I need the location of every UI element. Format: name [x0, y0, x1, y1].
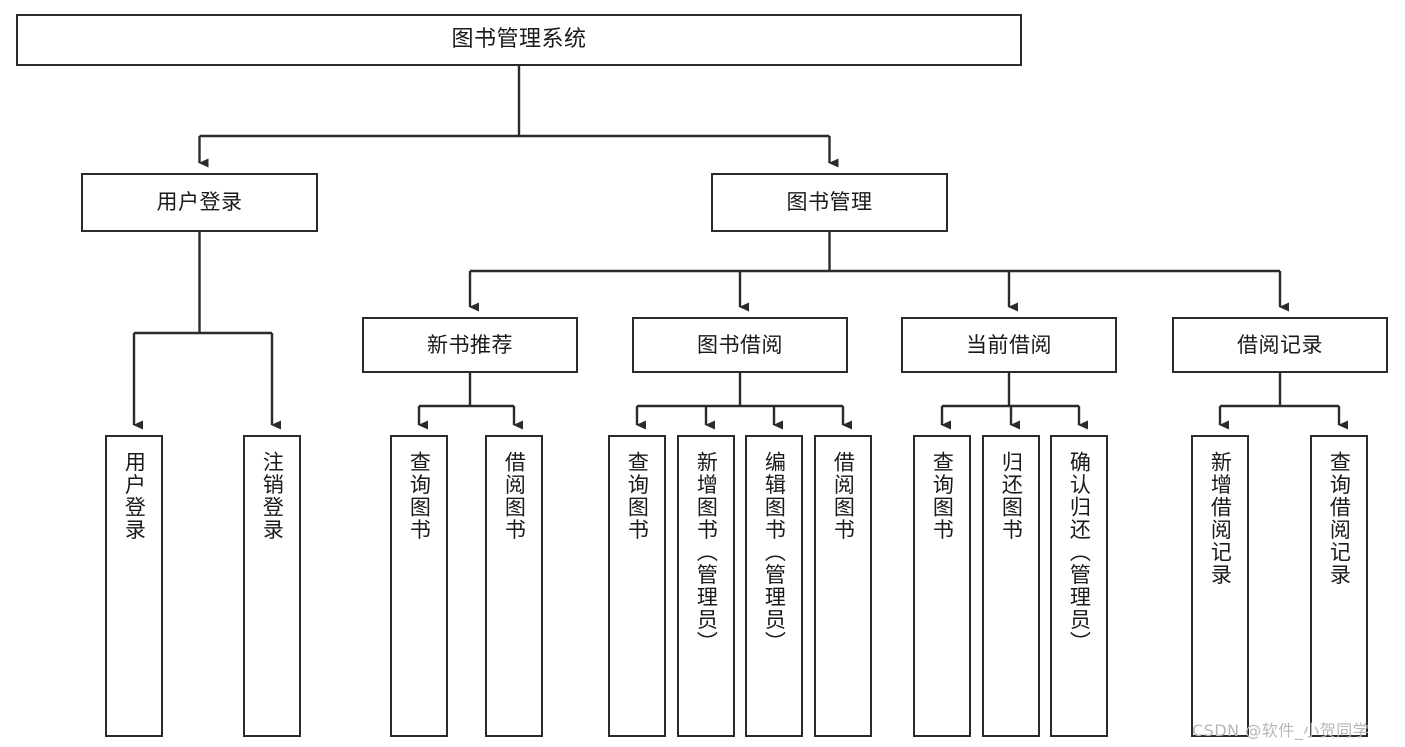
node-label: 查询图书: [407, 451, 432, 541]
node-lf7: 编辑图书（管理员）: [745, 435, 803, 737]
node-label: 查询借阅记录: [1327, 451, 1352, 586]
node-lf8: 借阅图书: [814, 435, 872, 737]
node-lf5: 查询图书: [608, 435, 666, 737]
node-lf12: 新增借阅记录: [1191, 435, 1249, 737]
node-label: 图书管理系统: [451, 27, 587, 53]
node-label: 借阅图书: [831, 451, 856, 541]
node-label: 归还图书: [999, 451, 1024, 541]
node-label: 确认归还（管理员）: [1067, 451, 1092, 654]
node-l1b: 图书管理: [711, 173, 948, 232]
node-l2d: 借阅记录: [1172, 317, 1388, 373]
node-label: 新书推荐: [427, 332, 513, 357]
node-label: 借阅记录: [1237, 332, 1323, 357]
node-lf1: 用户登录: [105, 435, 163, 737]
node-lf6: 新增图书（管理员）: [677, 435, 735, 737]
node-label: 新增图书（管理员）: [694, 451, 719, 654]
node-lf10: 归还图书: [982, 435, 1040, 737]
watermark: CSDN @软件_小贺同学: [1192, 721, 1370, 740]
node-lf11: 确认归还（管理员）: [1050, 435, 1108, 737]
node-lf2: 注销登录: [243, 435, 301, 737]
node-l2a: 新书推荐: [362, 317, 578, 373]
node-label: 新增借阅记录: [1208, 451, 1233, 586]
node-label: 查询图书: [625, 451, 650, 541]
node-label: 注销登录: [260, 451, 285, 541]
node-label: 借阅图书: [502, 451, 527, 541]
node-l2b: 图书借阅: [632, 317, 848, 373]
node-label: 图书管理: [786, 190, 873, 215]
node-label: 用户登录: [156, 190, 243, 215]
node-label: 用户登录: [122, 451, 147, 541]
node-lf13: 查询借阅记录: [1310, 435, 1368, 737]
node-root: 图书管理系统: [16, 14, 1022, 66]
node-label: 查询图书: [930, 451, 955, 541]
node-lf9: 查询图书: [913, 435, 971, 737]
node-lf4: 借阅图书: [485, 435, 543, 737]
node-label: 编辑图书（管理员）: [762, 451, 787, 654]
node-label: 图书借阅: [697, 332, 783, 357]
node-label: 当前借阅: [966, 332, 1052, 357]
node-l2c: 当前借阅: [901, 317, 1117, 373]
node-l1a: 用户登录: [81, 173, 318, 232]
node-lf3: 查询图书: [390, 435, 448, 737]
